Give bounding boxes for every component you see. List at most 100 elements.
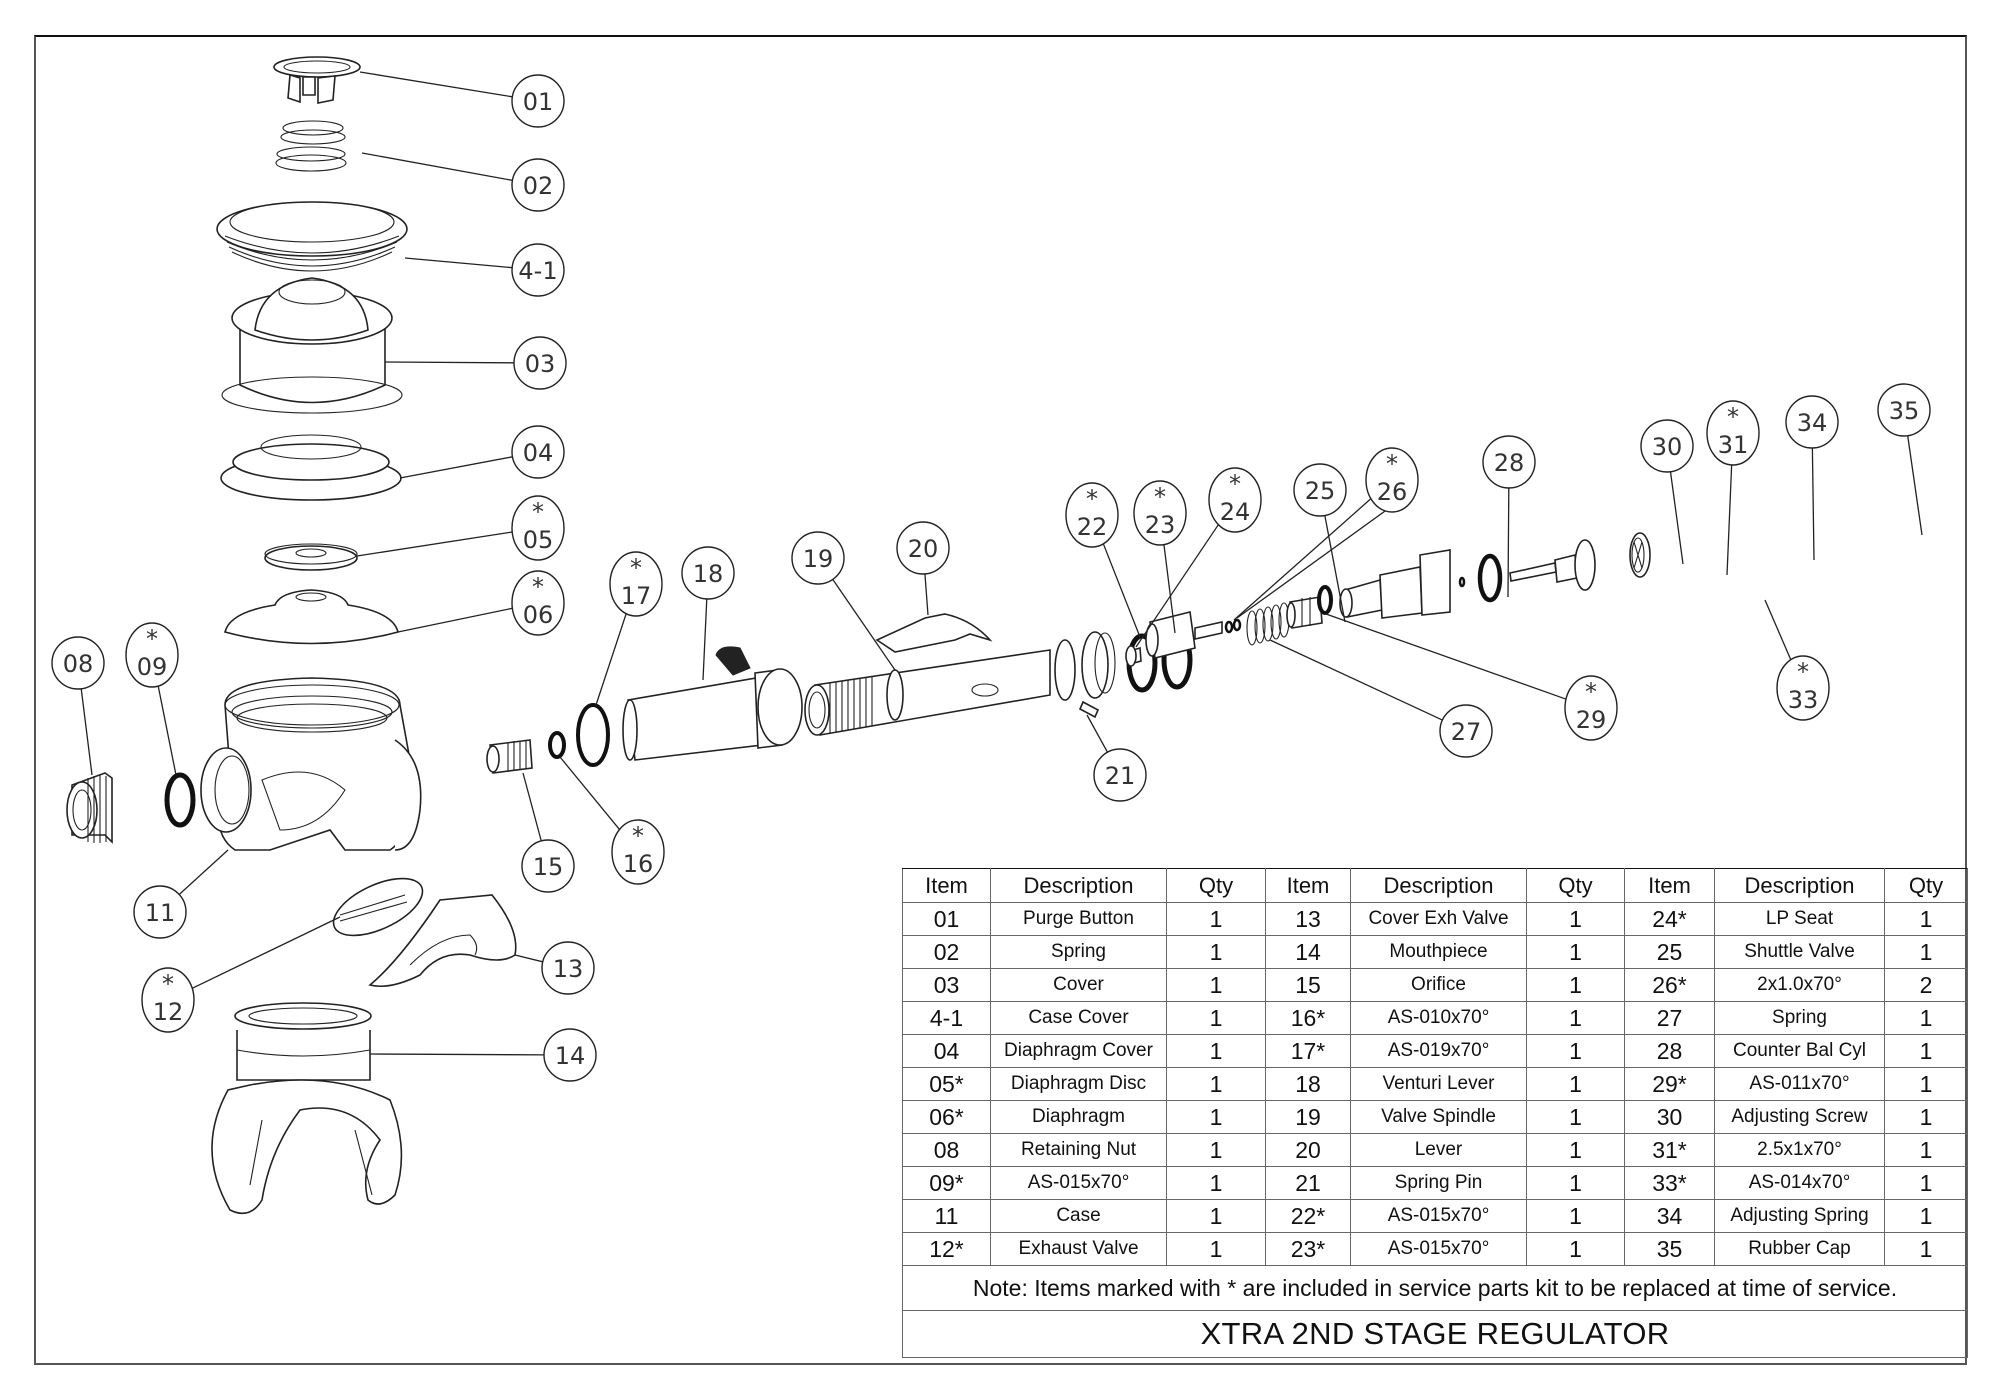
- leader-line: [1324, 515, 1346, 623]
- callout-23: *23: [1133, 480, 1187, 546]
- callout-number: 26: [1377, 478, 1408, 506]
- item-number-cell: 13: [1265, 902, 1351, 936]
- callout-circle: [1208, 467, 1262, 533]
- quantity-cell: 1: [1526, 1034, 1625, 1068]
- item-number-cell: 21: [1265, 1166, 1351, 1200]
- service-kit-star: *: [1585, 678, 1597, 706]
- leader-line: [397, 607, 513, 633]
- callout-number: 22: [1077, 513, 1108, 541]
- part-purge-button: [273, 56, 361, 104]
- callout-17: *17: [609, 551, 663, 617]
- callout-circle: [791, 531, 845, 585]
- callout-bubbles: 01024-10304*05*0608*0911*12131415*16*171…: [51, 74, 1931, 1082]
- callout-number: 06: [523, 601, 554, 629]
- part-lp-seat: [1125, 645, 1142, 667]
- callout-number: 02: [523, 172, 554, 200]
- callout-circle: [125, 622, 179, 688]
- quantity-cell: 1: [1884, 935, 1968, 969]
- callout-number: 16: [623, 850, 654, 878]
- callout-number: 25: [1305, 477, 1336, 505]
- callout-number: 11: [145, 899, 176, 927]
- callout-circle: [521, 839, 575, 893]
- description-cell: Counter Bal Cyl: [1714, 1034, 1885, 1068]
- callout-number: 34: [1797, 409, 1828, 437]
- column-header: Qty: [1166, 868, 1266, 903]
- item-number-cell: 18: [1265, 1067, 1351, 1101]
- callout-circle: [133, 885, 187, 939]
- callout-circle: [1439, 704, 1493, 758]
- callout-15: 15: [521, 839, 575, 893]
- part-oring-33: [1477, 553, 1503, 603]
- item-number-cell: 23*: [1265, 1232, 1351, 1266]
- part-oring-26: [1224, 618, 1242, 634]
- leader-line: [702, 598, 708, 681]
- item-number-cell: 25: [1624, 935, 1715, 969]
- callout-number: 31: [1718, 431, 1749, 459]
- description-cell: Exhaust Valve: [990, 1232, 1167, 1266]
- leader-line: [80, 688, 93, 776]
- callout-14: 14: [543, 1028, 597, 1082]
- callout-31: *31: [1706, 400, 1760, 466]
- callout-number: 09: [137, 653, 168, 681]
- callout-18: 18: [681, 546, 735, 600]
- description-cell: AS-015x70°: [1350, 1199, 1527, 1233]
- service-kit-star: *: [532, 498, 544, 526]
- leader-line: [404, 257, 513, 269]
- callout-24: *24: [1208, 467, 1262, 533]
- callout-09: *09: [125, 622, 179, 688]
- callout-circle: [1776, 655, 1830, 721]
- callout-number: 15: [533, 853, 564, 881]
- service-kit-star: *: [162, 970, 174, 998]
- item-number-cell: 27: [1624, 1001, 1715, 1035]
- part-orifice: [486, 739, 533, 774]
- callout-19: 19: [791, 531, 845, 585]
- callout-21: 21: [1093, 748, 1147, 802]
- leader-line: [1135, 521, 1222, 648]
- callout-11: 11: [133, 885, 187, 939]
- description-cell: Cover Exh Valve: [1350, 902, 1527, 936]
- item-number-cell: 28: [1624, 1034, 1715, 1068]
- quantity-cell: 1: [1526, 935, 1625, 969]
- item-number-cell: 31*: [1624, 1133, 1715, 1167]
- callout-circle: [609, 551, 663, 617]
- leader-line: [156, 680, 177, 776]
- part-rubber-cap: [1629, 532, 1651, 578]
- callout-20: 20: [896, 521, 950, 575]
- leader-line: [1507, 487, 1510, 598]
- description-cell: LP Seat: [1714, 902, 1885, 936]
- callout-circle: [681, 546, 735, 600]
- quantity-cell: 1: [1166, 902, 1266, 936]
- leader-line: [559, 756, 623, 833]
- item-number-cell: 05*: [902, 1067, 991, 1101]
- callout-number: 27: [1451, 718, 1482, 746]
- part-retaining-nut: [66, 772, 113, 844]
- callout-circle: [1365, 447, 1419, 513]
- item-number-cell: 26*: [1624, 968, 1715, 1002]
- quantity-cell: 1: [1166, 935, 1266, 969]
- callout-number: 17: [621, 582, 652, 610]
- callout-circle: [543, 1028, 597, 1082]
- callout-circle: [541, 941, 595, 995]
- item-number-cell: 4-1: [902, 1001, 991, 1035]
- quantity-cell: 1: [1884, 1001, 1968, 1035]
- leader-line: [1233, 496, 1373, 621]
- part-case: [200, 677, 422, 851]
- callout-circle: [1877, 383, 1931, 437]
- callout-circle: [896, 521, 950, 575]
- callout-circle: [513, 336, 567, 390]
- quantity-cell: 1: [1526, 1133, 1625, 1167]
- leader-line: [1100, 538, 1141, 638]
- leader-line: [1269, 639, 1443, 721]
- drawing-border: [34, 35, 1967, 1365]
- leader-line: [522, 772, 542, 842]
- leader-line: [1669, 471, 1684, 565]
- item-number-cell: 01: [902, 902, 991, 936]
- item-number-cell: 15: [1265, 968, 1351, 1002]
- quantity-cell: 1: [1526, 1001, 1625, 1035]
